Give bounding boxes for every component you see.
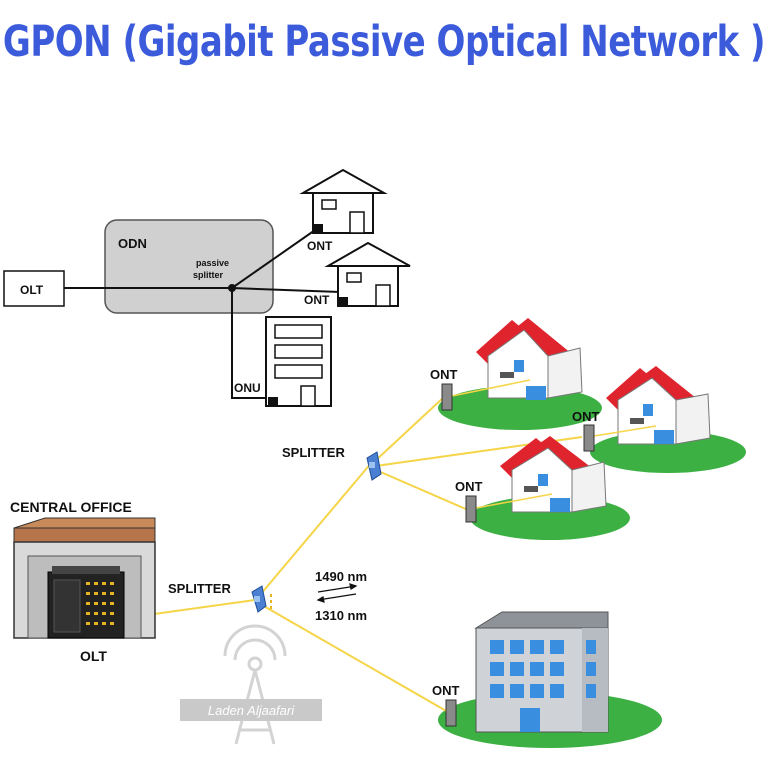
ont-label-4: ONT xyxy=(432,683,460,698)
fiber-to-ont-3 xyxy=(375,469,469,511)
fiber-splitter-splitter xyxy=(259,461,373,596)
split-port-dots xyxy=(270,594,272,609)
upstream-wavelength: 1310 nm xyxy=(315,608,367,623)
ont-device-house-1 xyxy=(441,383,453,411)
splitter-device-1 xyxy=(251,585,267,613)
fiber-splitter-office xyxy=(261,604,449,713)
watermark-band xyxy=(180,699,322,721)
wavelength-arrows xyxy=(316,583,358,603)
ont-label-3: ONT xyxy=(455,479,483,494)
top-house-1 xyxy=(299,168,388,234)
passive-splitter-label-1: passive xyxy=(196,258,229,268)
bottom-olt-label: OLT xyxy=(80,648,107,664)
odn-box xyxy=(104,219,274,314)
top-apartment xyxy=(265,316,332,407)
top-olt-label: OLT xyxy=(20,283,44,297)
top-house-2 xyxy=(324,241,411,307)
page-title: GPON (Gigabit Passive Optical Network ) xyxy=(2,17,766,67)
office-building xyxy=(474,611,609,733)
ont-label-2: ONT xyxy=(572,409,600,424)
onu-device xyxy=(268,397,278,406)
odn-label: ODN xyxy=(118,236,147,251)
passive-splitter-label-2: splitter xyxy=(193,270,224,280)
top-ont-label-2: ONT xyxy=(304,293,330,307)
bottom-illustration: CENTRAL OFFICE OLT SPLITTER SPLITTER 149… xyxy=(10,318,746,748)
ont-device-2 xyxy=(338,297,348,306)
ont-device-office xyxy=(445,699,457,727)
splitter-node xyxy=(228,284,236,292)
splitter-onu-line xyxy=(231,288,272,399)
antenna-icon xyxy=(223,624,287,745)
ont-label-1: ONT xyxy=(430,367,458,382)
ont-device-1 xyxy=(313,224,323,233)
top-olt-box xyxy=(3,270,65,307)
splitter-ont2-line xyxy=(231,287,341,293)
splitter-device-2 xyxy=(366,451,382,481)
central-office xyxy=(13,517,156,639)
ont-device-house-2 xyxy=(583,424,595,452)
watermark-text: Laden Aljaafari xyxy=(208,703,295,718)
downstream-wavelength: 1490 nm xyxy=(315,569,367,584)
watermark: Laden Aljaafari xyxy=(180,624,322,745)
top-ont-label-1: ONT xyxy=(307,239,333,253)
onu-label: ONU xyxy=(234,381,261,395)
splitter-ont1-line xyxy=(231,227,319,289)
house-2 xyxy=(593,366,711,445)
splitter-label-2: SPLITTER xyxy=(282,445,345,460)
house-3 xyxy=(475,436,607,513)
fiber-to-ont-1 xyxy=(373,396,445,463)
central-office-label: CENTRAL OFFICE xyxy=(10,499,132,515)
house-1 xyxy=(451,318,583,400)
grass-house-1 xyxy=(438,386,602,430)
splitter-label-1: SPLITTER xyxy=(168,581,231,596)
ont-device-house-3 xyxy=(465,495,477,523)
top-schematic: ODN passive splitter OLT ONT ONT xyxy=(3,168,411,407)
